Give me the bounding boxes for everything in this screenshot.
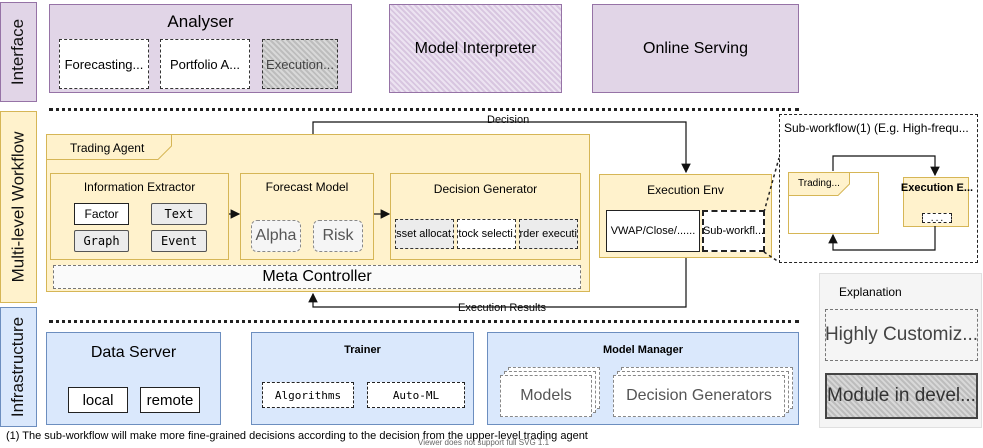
decision-generators-box: Decision Generators	[613, 375, 785, 417]
execution-env-box: Execution Env VWAP/Close/...... Sub-work…	[599, 174, 772, 258]
trainer-box: Trainer Algorithms Auto-ML	[251, 332, 474, 425]
order-execution-box: Order executi...	[519, 219, 578, 249]
vwap-box: VWAP/Close/......	[606, 210, 700, 252]
analyser-portfolio: Portfolio A...	[160, 39, 250, 89]
model-manager-box: Model Manager Models Decision Generators	[487, 332, 799, 425]
sub-workflow-title: Sub-workflow(1) (E.g. High-frequ...	[784, 121, 969, 135]
event-box: Event	[151, 230, 207, 252]
trading-agent-tab: Trading Agent	[46, 134, 172, 160]
asset-allocation-box: Asset allocat...	[395, 219, 454, 249]
sub-execution-title: Execution E...	[900, 182, 974, 194]
separator-top	[49, 108, 799, 111]
interface-layer-label: Interface	[0, 2, 37, 102]
alpha-box: Alpha	[251, 220, 301, 252]
decision-generator-title: Decision Generator	[433, 182, 538, 196]
local-box: local	[68, 387, 128, 413]
sub-workflow-panel: Sub-workflow(1) (E.g. High-frequ... Trad…	[779, 114, 978, 263]
infrastructure-layer-text: Infrastructure	[8, 316, 28, 418]
footnote: (1) The sub-workflow will make more fine…	[6, 430, 588, 442]
explanation-box: Explanation Highly Customiz... Module in…	[819, 273, 982, 428]
module-in-development-box: Module in devel...	[825, 373, 978, 419]
model-manager-title: Model Manager	[602, 344, 684, 356]
decision-generator-box: Decision Generator Asset allocat... Stoc…	[390, 173, 581, 260]
information-extractor-box: Information Extractor Factor Text Graph …	[50, 173, 229, 260]
decision-label: Decision	[487, 114, 530, 126]
auto-ml-box: Auto-ML	[367, 382, 465, 408]
workflow-layer-text: Multi-level Workflow	[8, 131, 28, 283]
sub-execution-box: Execution E... ...	[901, 177, 973, 227]
workflow-layer-label: Multi-level Workflow	[0, 111, 37, 303]
model-interpreter-box: Model Interpreter	[389, 4, 562, 93]
interface-layer-text: Interface	[8, 18, 28, 86]
analyser-execution: Execution...	[262, 39, 338, 89]
highly-customizable-box: Highly Customiz...	[825, 309, 978, 361]
analyser-box: Analyser Forecasting... Portfolio A... E…	[49, 4, 352, 93]
viewer-note: Viewer does not support full SVG 1.1	[418, 438, 550, 447]
forecast-model-title: Forecast Model	[265, 180, 349, 194]
sub-trading-tab: Trading...	[788, 172, 850, 196]
separator-bottom	[49, 320, 799, 323]
sub-workflow-box: Sub-workfl...	[702, 210, 765, 252]
analyser-forecasting: Forecasting...	[59, 39, 149, 89]
trading-agent-label: Trading Agent	[70, 141, 145, 155]
models-box: Models	[500, 375, 592, 417]
data-server-box: Data Server local remote	[46, 332, 221, 425]
explanation-title: Explanation	[839, 285, 902, 299]
forecast-model-box: Forecast Model Alpha Risk	[240, 173, 374, 260]
execution-env-title: Execution Env	[647, 183, 724, 197]
sub-trading-label: Trading...	[798, 178, 840, 189]
stock-selection-box: Stock selecti...	[457, 219, 516, 249]
online-serving-box: Online Serving	[592, 4, 799, 93]
execution-results-label: Execution Results	[458, 302, 547, 314]
infrastructure-layer-label: Infrastructure	[0, 307, 37, 427]
algorithms-box: Algorithms	[262, 382, 354, 408]
remote-box: remote	[140, 387, 200, 413]
risk-box: Risk	[313, 220, 363, 252]
information-extractor-title: Information Extractor	[83, 180, 196, 194]
meta-controller-box: Meta Controller	[53, 265, 581, 289]
data-server-title: Data Server	[90, 344, 177, 361]
trainer-title: Trainer	[344, 344, 381, 356]
graph-box: Graph	[74, 230, 129, 252]
factor-box: Factor	[74, 203, 129, 225]
text-box: Text	[151, 203, 207, 225]
sub-execution-inner: ...	[922, 213, 952, 223]
analyser-title: Analyser	[167, 12, 234, 31]
